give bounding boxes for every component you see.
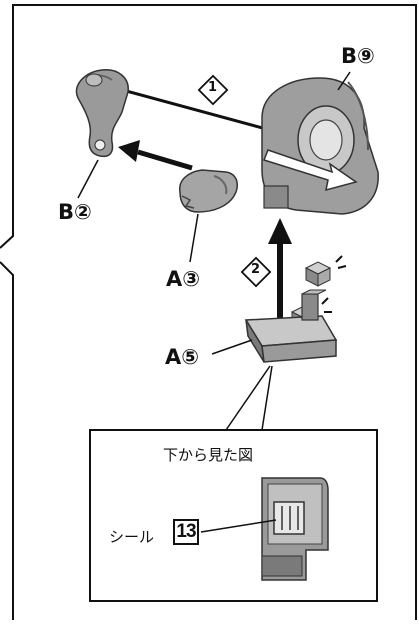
step2-number: 2	[251, 262, 261, 277]
step1-diamond	[197, 74, 229, 106]
step2-diamond	[240, 256, 272, 288]
arrow-a3-to-b2	[118, 140, 193, 171]
seal-area	[273, 501, 305, 535]
inset-callout-lines	[225, 365, 273, 431]
label-a3: A③	[166, 267, 201, 291]
seal-label: シール	[109, 528, 155, 546]
frame-lines	[0, 4, 417, 620]
b9-leader-line	[337, 71, 351, 91]
a5-leader-line	[211, 339, 253, 355]
a3-leader-line	[189, 213, 199, 263]
step1-guide-line	[103, 83, 271, 132]
step1-number: 1	[208, 80, 218, 95]
label-b9: B⑨	[341, 44, 375, 68]
seal-number-badge: 13	[173, 519, 199, 545]
part-b9-housing	[261, 77, 379, 215]
label-a5: A⑤	[165, 345, 200, 369]
bottom-view-inset	[89, 429, 378, 602]
label-b2: B②	[58, 200, 92, 224]
bottom-view-part	[261, 477, 329, 581]
b2-leader-line	[77, 159, 99, 199]
part-b2-arm	[75, 69, 129, 158]
seal-leader-line	[200, 519, 277, 533]
inset-title: 下から見た図	[163, 446, 254, 464]
part-a3	[179, 169, 239, 213]
part-a5	[244, 289, 338, 363]
arrow-a5-to-b9	[268, 218, 292, 320]
